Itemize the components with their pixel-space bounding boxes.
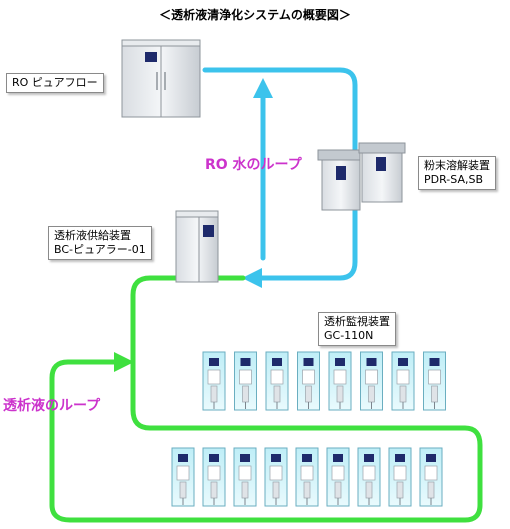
powder-dissolving-name: 粉末溶解装置 — [424, 159, 490, 172]
dialysis-monitor-unit — [265, 351, 289, 411]
dialysis-monitor-unit — [423, 351, 446, 411]
dialysis-monitor-unit — [171, 447, 195, 507]
monitoring-unit-model: GC-110N — [324, 329, 374, 342]
dialysis-monitor-unit — [419, 447, 443, 507]
ro-purifier-name: RO ピュアフロー — [12, 76, 98, 89]
dialysis-monitor-unit — [391, 351, 415, 411]
dialysis-monitor-unit — [234, 351, 257, 411]
powder-dissolving-model: PDR-SA,SB — [424, 173, 484, 186]
dialysate-supply-machine — [175, 210, 219, 283]
monitoring-unit-label: 透析監視装置 GC-110N — [318, 312, 396, 346]
powder-dissolving-label: 粉末溶解装置 PDR-SA,SB — [418, 156, 496, 190]
dialysis-monitor-unit — [264, 447, 288, 507]
monitoring-units — [171, 351, 446, 507]
dialysis-monitor-unit — [295, 447, 319, 507]
dialysate-supply-model: BC-ピュアラー-01 — [54, 243, 146, 256]
dialysis-monitor-unit — [297, 351, 320, 411]
dialysis-monitor-unit — [202, 351, 226, 411]
dialysate-loop — [49, 275, 483, 523]
dialysis-monitor-unit — [233, 447, 257, 507]
dialysis-monitor-unit — [388, 447, 412, 507]
ro-purifier-label: RO ピュアフロー — [6, 73, 104, 93]
monitoring-unit-name: 透析監視装置 — [324, 315, 390, 328]
dialysate-supply-label: 透析液供給装置 BC-ピュアラー-01 — [48, 226, 152, 260]
dialysate-supply-name: 透析液供給装置 — [54, 229, 131, 242]
dialysis-monitor-unit — [360, 351, 383, 411]
dialysis-monitor-unit — [202, 447, 226, 507]
dialysate-loop-label: 透析液のループ — [3, 398, 101, 414]
ro-water-loop — [202, 67, 358, 288]
powder-dissolving-machine — [317, 142, 406, 211]
dialysis-monitor-unit — [328, 351, 352, 411]
ro-purifier-machine — [121, 39, 201, 118]
dialysis-monitor-unit — [357, 447, 381, 507]
diagram-title: ＜透析液清浄化システムの概要図＞ — [159, 8, 351, 22]
dialysis-monitor-unit — [326, 447, 350, 507]
ro-water-loop-label: RO 水のループ — [205, 157, 302, 173]
